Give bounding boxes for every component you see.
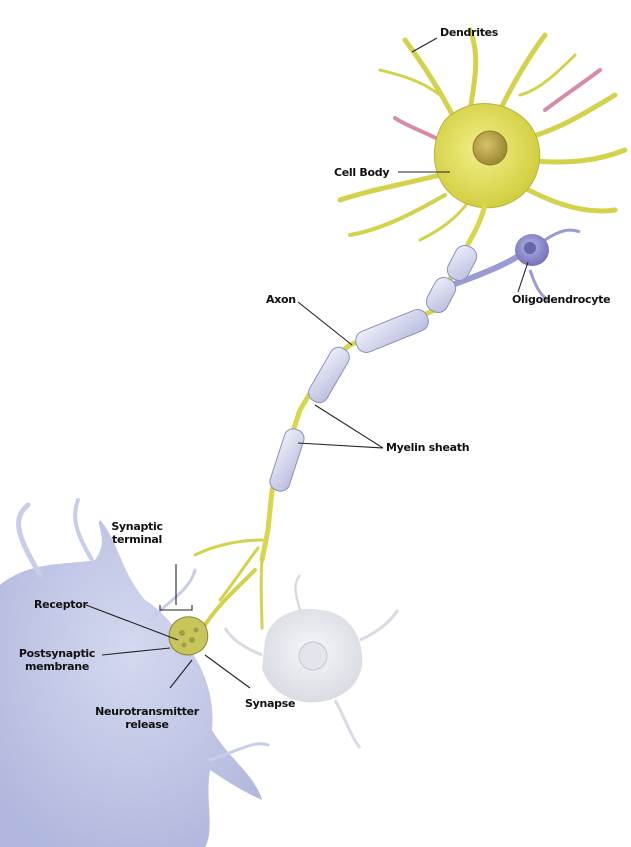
- postsynaptic-cell: [0, 500, 268, 847]
- label-neurotransmitter-release: Neurotransmitter release: [92, 705, 202, 731]
- label-myelin-sheath: Myelin sheath: [386, 441, 469, 454]
- label-synapse: Synapse: [245, 697, 295, 710]
- label-receptor: Receptor: [34, 598, 88, 611]
- label-postsynaptic-line1: Postsynaptic: [14, 647, 100, 660]
- label-cell-body: Cell Body: [334, 166, 389, 179]
- synaptic-terminal: [169, 617, 208, 655]
- label-synaptic-terminal-line1: Synaptic: [106, 520, 168, 533]
- nucleus: [473, 131, 507, 165]
- label-axon: Axon: [266, 293, 296, 306]
- label-synaptic-terminal-line2: terminal: [106, 533, 168, 546]
- cell-body: [434, 104, 539, 208]
- label-dendrites: Dendrites: [440, 26, 498, 39]
- label-neurotransmitter-line1: Neurotransmitter: [92, 705, 202, 718]
- label-neurotransmitter-line2: release: [92, 718, 202, 731]
- label-synaptic-terminal: Synaptic terminal: [106, 520, 168, 546]
- label-oligodendrocyte: Oligodendrocyte: [512, 293, 610, 306]
- label-postsynaptic-line2: membrane: [14, 660, 100, 673]
- myelin-segments: [268, 242, 481, 494]
- label-postsynaptic-membrane: Postsynaptic membrane: [14, 647, 100, 673]
- glial-cell: [225, 575, 398, 748]
